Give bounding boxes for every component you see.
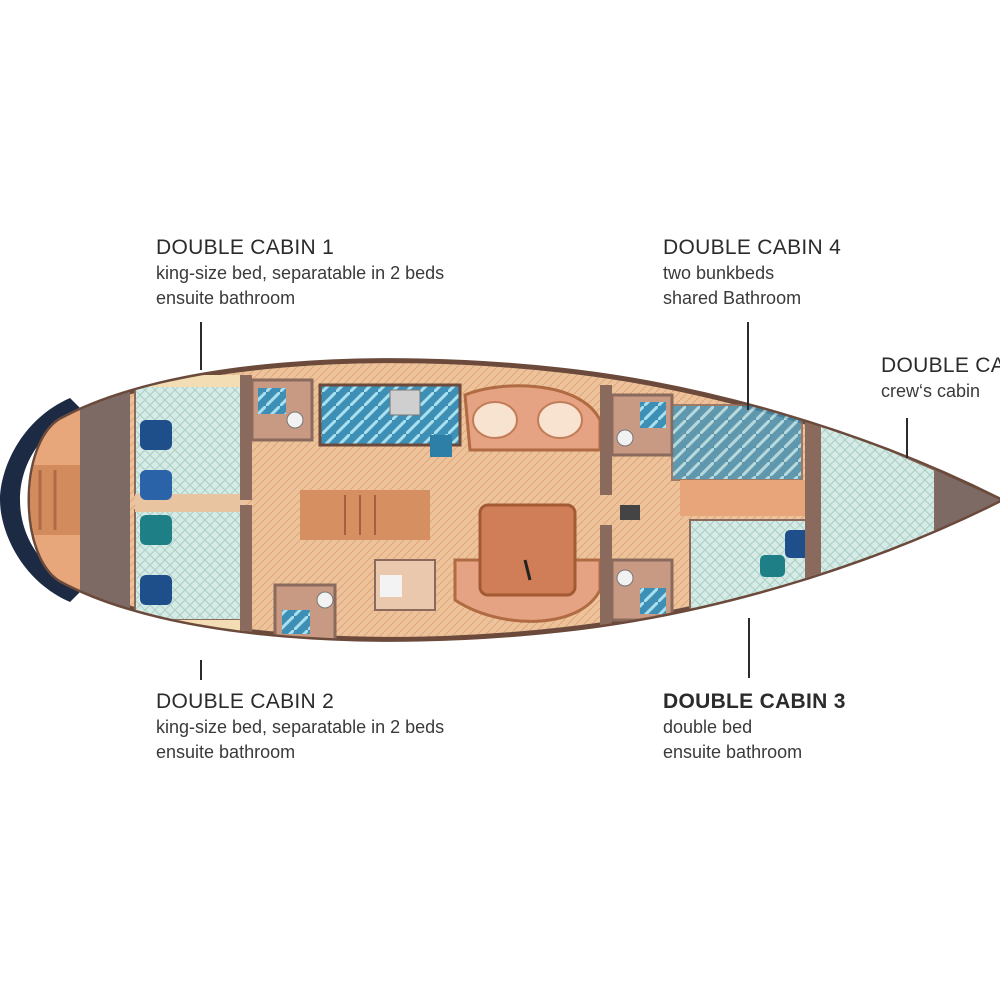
cabin1-line1: king-size bed, separatable in 2 beds <box>156 263 445 283</box>
cabin3-line1: double bed <box>663 717 753 737</box>
cabin2-line1: king-size bed, separatable in 2 beds <box>156 717 445 737</box>
label-crew: DOUBLE CA crew‘s cabin <box>881 352 1000 404</box>
label-cabin1: DOUBLE CABIN 1 king-size bed, separatabl… <box>156 234 444 311</box>
cabin3-line2: ensuite bathroom <box>663 742 803 762</box>
cabin1-line2: ensuite bathroom <box>156 288 296 308</box>
leader-cabin2 <box>200 660 202 680</box>
leader-cabin1 <box>200 322 202 370</box>
cabin2-title: DOUBLE CABIN 2 <box>156 690 335 713</box>
cabin3-title: DOUBLE CABIN 3 <box>663 690 846 713</box>
cabin4-title: DOUBLE CABIN 4 <box>663 236 842 259</box>
cabin1-title: DOUBLE CABIN 1 <box>156 236 335 259</box>
salon-table <box>478 503 577 597</box>
leader-cabin4 <box>747 322 749 410</box>
cabin2-line2: ensuite bathroom <box>156 742 296 762</box>
cabin4-line1: two bunkbeds <box>663 263 775 283</box>
label-cabin3: DOUBLE CABIN 3 double bed ensuite bathro… <box>663 688 846 765</box>
crew-title: DOUBLE CA <box>881 354 1000 377</box>
leader-cabin3 <box>748 618 750 678</box>
cabin4-line2: shared Bathroom <box>663 288 802 308</box>
label-cabin4: DOUBLE CABIN 4 two bunkbeds shared Bathr… <box>663 234 841 311</box>
stern-curve <box>0 398 82 602</box>
label-cabin2: DOUBLE CABIN 2 king-size bed, separatabl… <box>156 688 444 765</box>
leader-crew <box>906 418 908 458</box>
bunk-cabin4 <box>671 404 803 481</box>
crew-line1: crew‘s cabin <box>881 381 981 401</box>
